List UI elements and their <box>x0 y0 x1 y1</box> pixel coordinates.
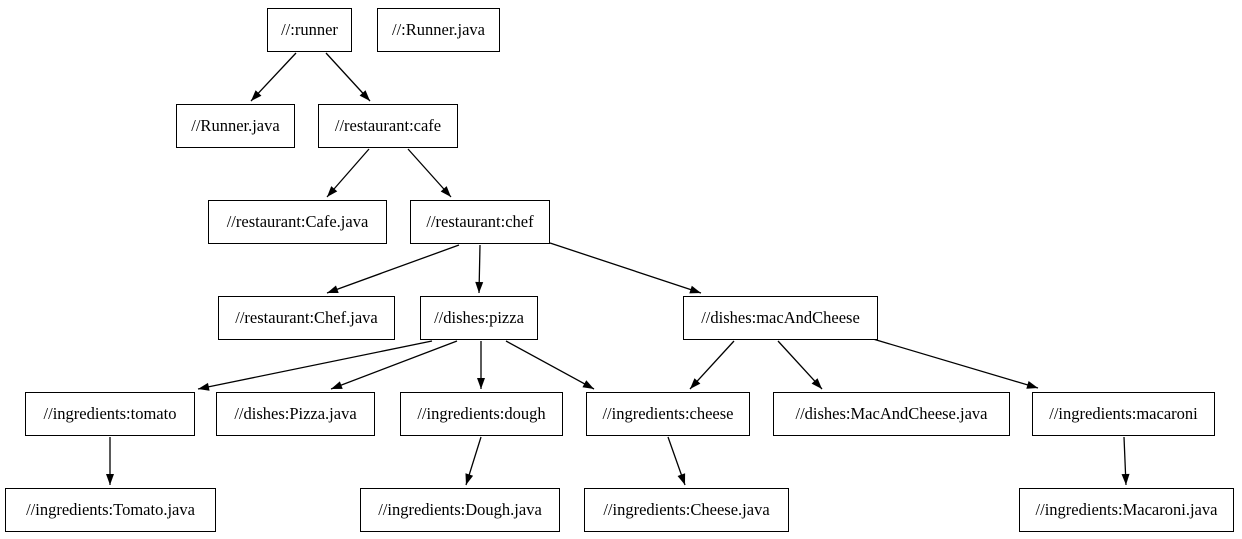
node-dough-java: //ingredients:Dough.java <box>360 488 560 532</box>
edge-macaroni-to-macaroni-java <box>1121 436 1130 486</box>
edge-mac-and-cheese-to-mac-java <box>777 340 823 390</box>
node-pizza: //dishes:pizza <box>420 296 538 340</box>
edge-chef-to-mac-and-cheese <box>549 242 702 294</box>
edge-runner-to-cafe <box>325 52 371 102</box>
node-cheese-java: //ingredients:Cheese.java <box>584 488 789 532</box>
edge-chef-to-chef-java <box>326 244 460 294</box>
node-tomato: //ingredients:tomato <box>25 392 195 436</box>
edge-runner-to-runner-java-file <box>250 52 297 102</box>
node-macaroni: //ingredients:macaroni <box>1032 392 1215 436</box>
node-mac-and-cheese-java: //dishes:MacAndCheese.java <box>773 392 1010 436</box>
node-runner-java-file: //Runner.java <box>176 104 295 148</box>
edge-pizza-to-tomato <box>197 340 433 391</box>
edge-pizza-to-cheese <box>505 340 595 390</box>
node-dough: //ingredients:dough <box>400 392 563 436</box>
edge-cheese-to-cheese-java <box>667 436 686 486</box>
node-runner: //:runner <box>267 8 352 52</box>
node-macaroni-java: //ingredients:Macaroni.java <box>1019 488 1234 532</box>
edge-dough-to-dough-java <box>465 436 482 486</box>
node-pizza-java: //dishes:Pizza.java <box>216 392 375 436</box>
edge-cafe-to-cafe-java <box>326 148 370 198</box>
node-cafe: //restaurant:cafe <box>318 104 458 148</box>
node-runner-java-target: //:Runner.java <box>377 8 500 52</box>
edge-chef-to-pizza <box>475 244 484 294</box>
edge-mac-and-cheese-to-cheese <box>689 340 735 390</box>
node-chef-java: //restaurant:Chef.java <box>218 296 395 340</box>
node-mac-and-cheese: //dishes:macAndCheese <box>683 296 878 340</box>
edge-cafe-to-chef <box>407 148 452 198</box>
node-cafe-java: //restaurant:Cafe.java <box>208 200 387 244</box>
node-chef: //restaurant:chef <box>410 200 550 244</box>
node-cheese: //ingredients:cheese <box>586 392 750 436</box>
node-tomato-java: //ingredients:Tomato.java <box>5 488 216 532</box>
edge-mac-and-cheese-to-macaroni <box>872 338 1039 389</box>
edge-pizza-to-pizza-java <box>330 340 458 390</box>
